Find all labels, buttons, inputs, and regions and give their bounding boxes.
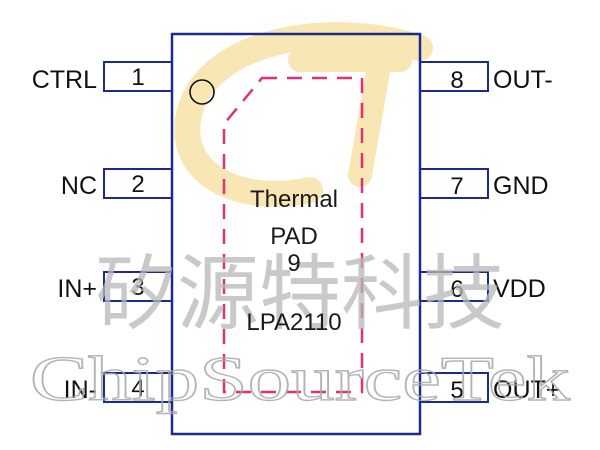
pin1-marker-icon — [189, 79, 215, 105]
logo-watermark — [174, 22, 433, 207]
pin-number: 2 — [131, 171, 144, 198]
pin-label: IN- — [64, 376, 97, 404]
pad-label-thermal: Thermal — [250, 186, 338, 213]
pad-number: 9 — [287, 250, 300, 277]
pin-number: 5 — [450, 377, 463, 404]
watermark-english: ChipSourceTek — [30, 343, 570, 414]
pin-2: 2 NC — [61, 168, 173, 200]
pin-number: 6 — [450, 276, 463, 303]
watermark-chinese: 矽源特科技 — [95, 247, 505, 342]
pin-label: CTRL — [32, 66, 97, 94]
pin-label: VDD — [493, 275, 546, 303]
pin-5: 5 OUT+ — [419, 372, 560, 404]
pin-label: OUT+ — [493, 376, 560, 404]
pin-label: OUT- — [493, 66, 553, 94]
pin-number: 4 — [131, 375, 144, 402]
pad-label-pad: PAD — [270, 223, 318, 250]
pin-4: 4 IN- — [64, 372, 173, 404]
chip-body — [170, 32, 422, 436]
pin-label: IN+ — [57, 275, 97, 303]
pin-6: 6 VDD — [419, 271, 546, 303]
pin-label: GND — [493, 172, 549, 200]
pin-8: 8 OUT- — [419, 61, 553, 94]
pin-number: 3 — [131, 274, 144, 301]
pin-label: NC — [61, 172, 97, 200]
thermal-pad-outline — [222, 76, 364, 394]
part-number: LPA2110 — [246, 309, 341, 336]
pin-7: 7 GND — [419, 168, 549, 200]
pin-number: 1 — [131, 64, 144, 91]
pin-number: 7 — [450, 173, 463, 200]
pin-number: 8 — [450, 67, 463, 94]
right-pins: 8 OUT- 7 GND 6 VDD 5 OUT+ — [419, 61, 560, 404]
pin-1: 1 CTRL — [32, 61, 173, 94]
